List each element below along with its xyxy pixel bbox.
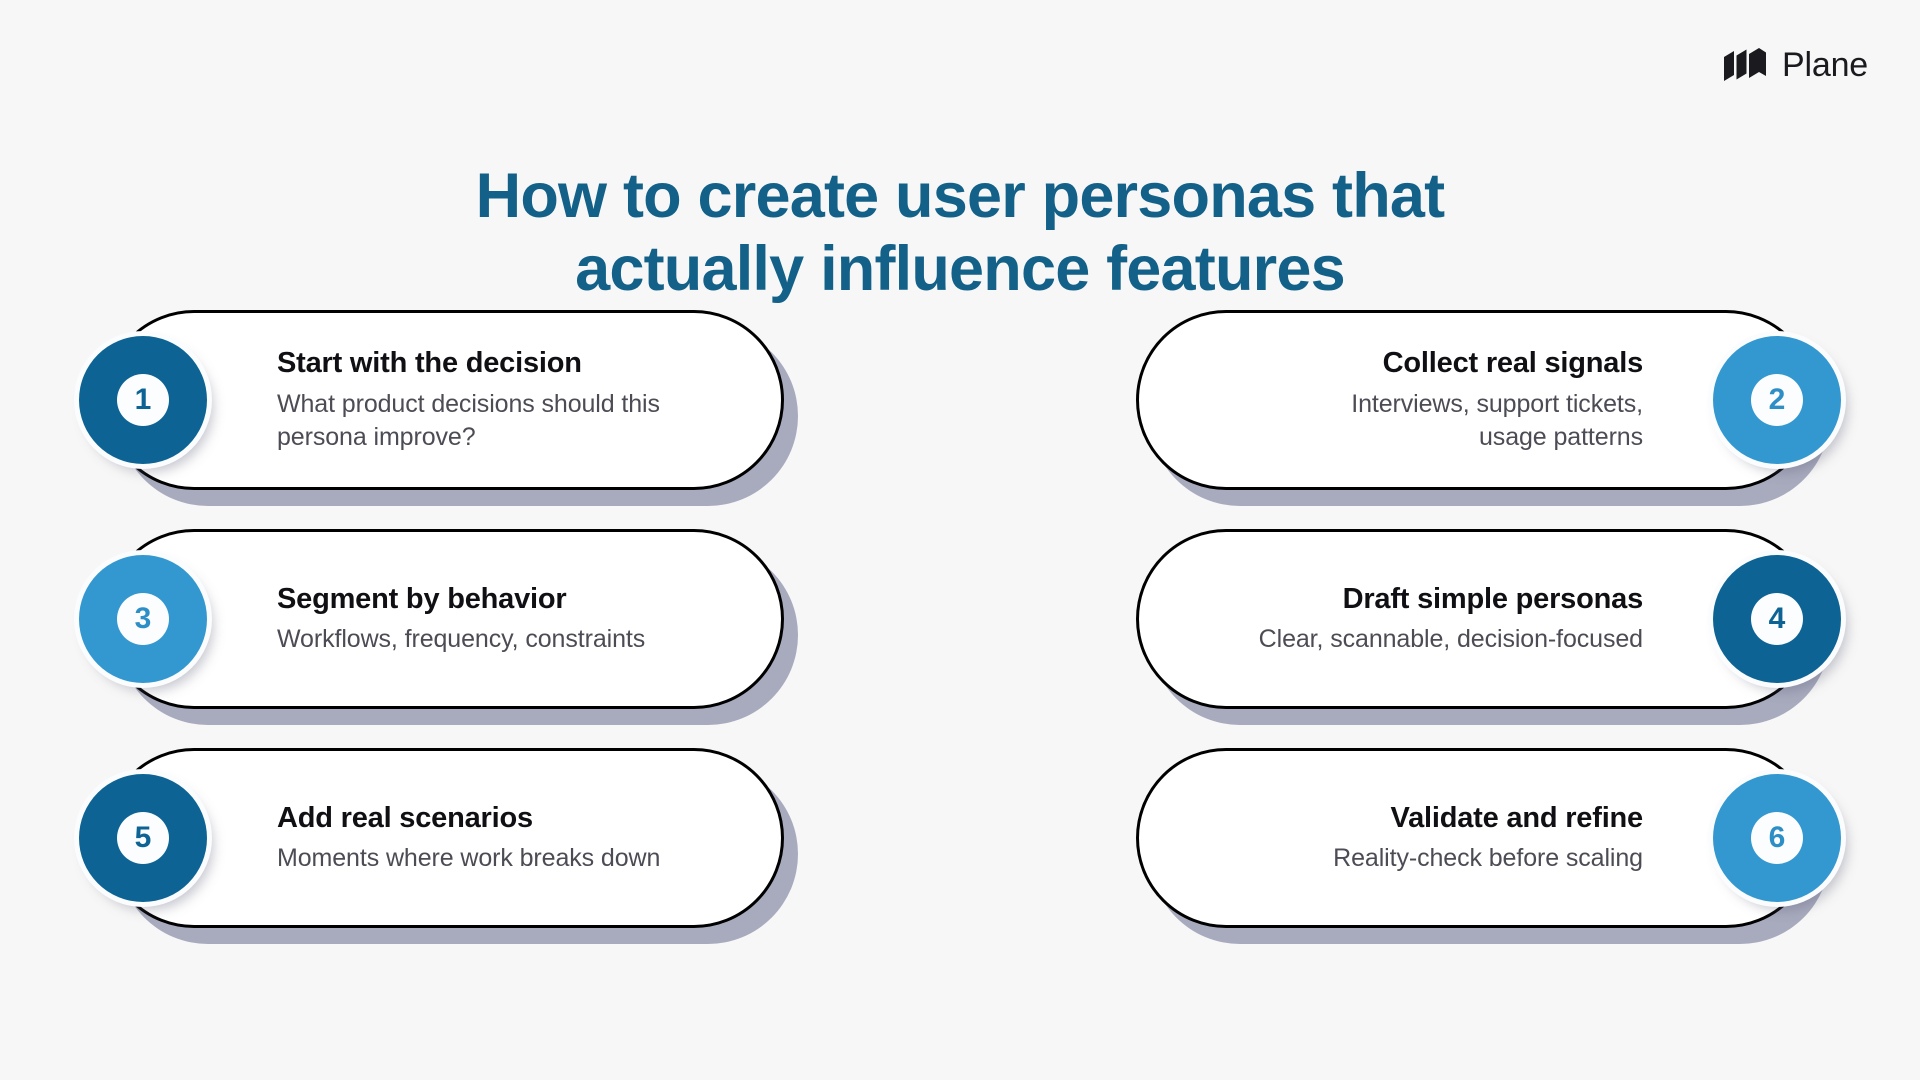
step-number-2: 2 (1751, 374, 1803, 426)
step-card-slot-6: 6 Validate and refine Reality-check befo… (1136, 748, 1841, 944)
step-desc-3: Workflows, frequency, constraints (277, 625, 646, 654)
step-number-6: 6 (1751, 812, 1803, 864)
step-number-3: 3 (117, 593, 169, 645)
step-desc-5: Moments where work breaks down (277, 844, 661, 873)
step-card-5[interactable]: 5 Add real scenarios Moments where work … (79, 748, 784, 928)
brand-logo: Plane (1722, 48, 1868, 82)
plane-logo-icon (1724, 48, 1767, 81)
step-card-slot-2: 2 Collect real signals Interviews, suppo… (1136, 310, 1841, 506)
step-desc-1: What product decisions should this perso… (277, 389, 660, 452)
step-desc-4: Clear, scannable, decision-focused (1258, 625, 1643, 654)
step-text-2: Collect real signals Interviews, support… (1173, 345, 1643, 454)
step-card-1[interactable]: 1 Start with the decision What product d… (79, 310, 784, 490)
page-title-line-2: actually influence features (575, 234, 1345, 305)
step-number-4: 4 (1751, 593, 1803, 645)
step-card-3[interactable]: 3 Segment by behavior Workflows, frequen… (79, 529, 784, 709)
page-title: How to create user personas that actuall… (0, 160, 1920, 306)
step-card-slot-3: 3 Segment by behavior Workflows, frequen… (79, 529, 798, 725)
step-card-6[interactable]: 6 Validate and refine Reality-check befo… (1136, 748, 1841, 928)
step-desc-2: Interviews, support tickets, usage patte… (1351, 389, 1643, 452)
steps-grid: 1 Start with the decision What product d… (79, 310, 1841, 944)
step-text-1: Start with the decision What product dec… (277, 345, 747, 454)
step-badge-6: 6 (1713, 774, 1841, 902)
page-title-line-1: How to create user personas that (475, 161, 1445, 232)
step-title-4: Draft simple personas (1342, 583, 1644, 616)
step-text-5: Add real scenarios Moments where work br… (277, 800, 747, 876)
brand-name: Plane (1782, 46, 1868, 84)
step-card-slot-5: 5 Add real scenarios Moments where work … (79, 748, 798, 944)
step-desc-6: Reality-check before scaling (1333, 844, 1643, 873)
step-title-1: Start with the decision (277, 347, 582, 380)
step-text-3: Segment by behavior Workflows, frequency… (277, 581, 747, 657)
step-badge-3: 3 (79, 555, 207, 683)
step-card-4[interactable]: 4 Draft simple personas Clear, scannable… (1136, 529, 1841, 709)
step-card-slot-4: 4 Draft simple personas Clear, scannable… (1136, 529, 1841, 725)
step-badge-5: 5 (79, 774, 207, 902)
step-text-6: Validate and refine Reality-check before… (1173, 800, 1643, 876)
step-number-1: 1 (117, 374, 169, 426)
step-card-2[interactable]: 2 Collect real signals Interviews, suppo… (1136, 310, 1841, 490)
step-number-5: 5 (117, 812, 169, 864)
step-title-6: Validate and refine (1390, 802, 1644, 835)
step-badge-4: 4 (1713, 555, 1841, 683)
step-title-2: Collect real signals (1382, 347, 1644, 380)
step-text-4: Draft simple personas Clear, scannable, … (1173, 581, 1644, 657)
step-badge-2: 2 (1713, 336, 1841, 464)
step-badge-1: 1 (79, 336, 207, 464)
step-title-3: Segment by behavior (277, 583, 567, 616)
step-card-slot-1: 1 Start with the decision What product d… (79, 310, 798, 506)
step-title-5: Add real scenarios (277, 802, 533, 835)
